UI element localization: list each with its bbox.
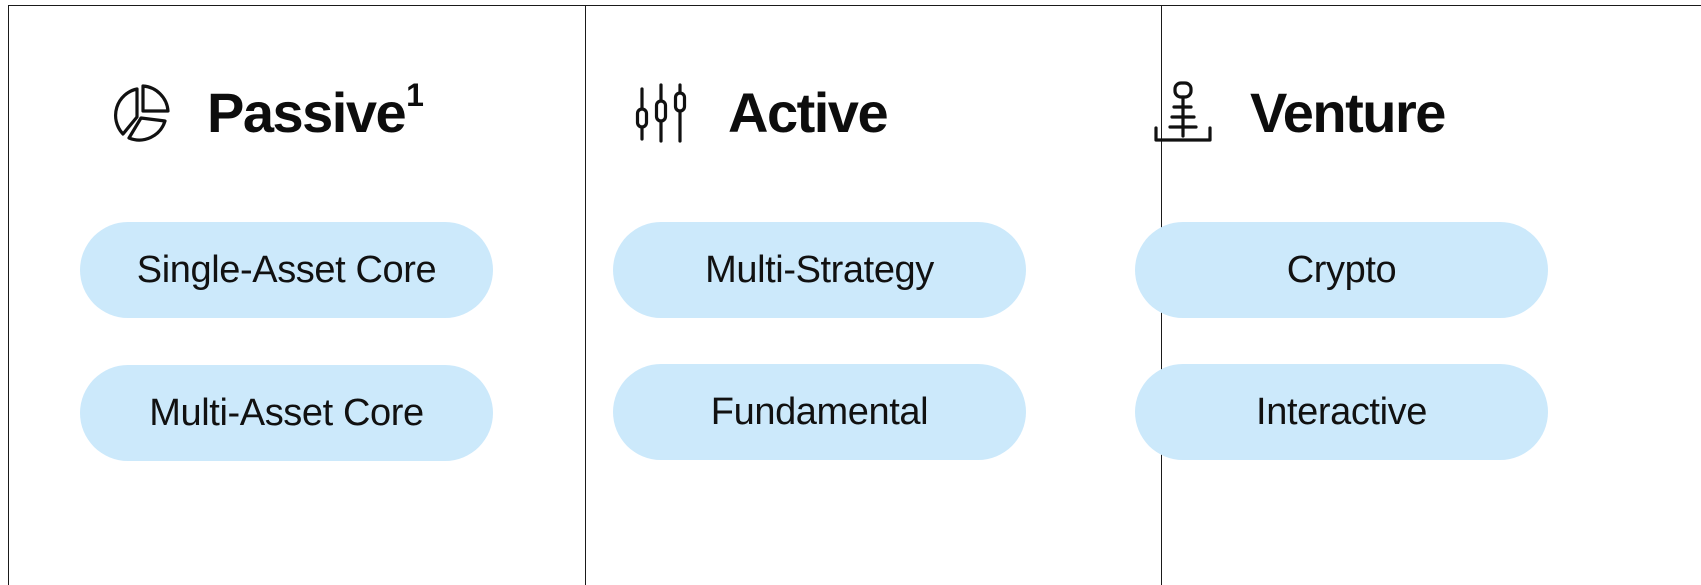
pill-fundamental[interactable]: Fundamental (613, 364, 1026, 460)
pill-multi-strategy[interactable]: Multi-Strategy (613, 222, 1026, 318)
pill-single-asset-core[interactable]: Single-Asset Core (80, 222, 493, 318)
candlestick-icon (628, 80, 694, 146)
column-title-passive: Passive1 (207, 77, 424, 144)
pie-chart-icon (107, 80, 173, 146)
column-venture: Venture Crypto Interactive (1135, 5, 1701, 585)
column-title-active: Active (728, 81, 889, 144)
footnote-marker[interactable]: 1 (406, 77, 424, 113)
column-passive: Passive1 Single-Asset Core Multi-Asset C… (8, 5, 586, 585)
column-title-venture: Venture (1250, 81, 1446, 144)
column-header-active: Active (628, 78, 889, 148)
column-header-passive: Passive1 (107, 78, 424, 148)
pill-crypto[interactable]: Crypto (1135, 222, 1548, 318)
pill-interactive[interactable]: Interactive (1135, 364, 1548, 460)
column-active: Active Multi-Strategy Fundamental (585, 5, 1162, 585)
sprout-icon (1150, 80, 1216, 146)
column-header-venture: Venture (1150, 78, 1446, 148)
pill-multi-asset-core[interactable]: Multi-Asset Core (80, 365, 493, 461)
